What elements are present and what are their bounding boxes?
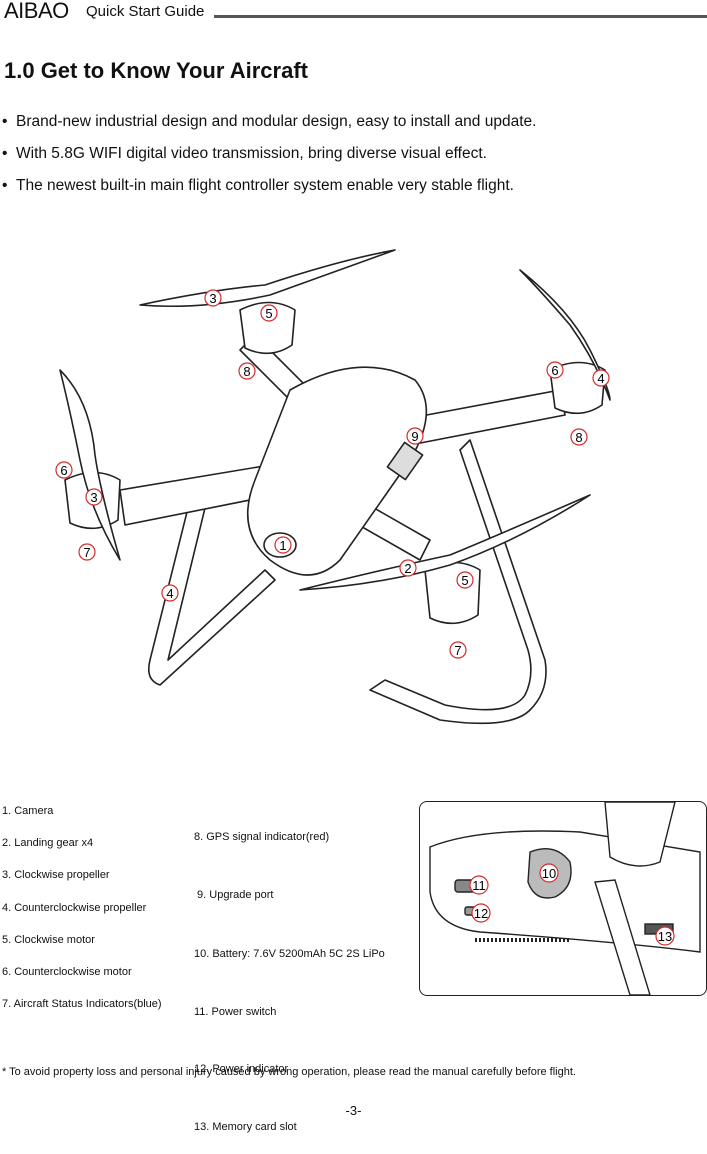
callout-2: 4 xyxy=(161,584,179,602)
landing-gear-left xyxy=(147,499,276,686)
inset-leg xyxy=(594,879,651,995)
svg-text:6: 6 xyxy=(551,363,558,378)
part-item: 11. Power switch xyxy=(194,1006,277,1018)
feature-item: •Brand-new industrial design and modular… xyxy=(2,113,537,130)
page-header: AIBAO Quick Start Guide xyxy=(0,0,707,23)
bullet-icon: • xyxy=(2,145,8,162)
feature-item: •The newest built-in main flight control… xyxy=(2,177,514,194)
callout-10: 10 xyxy=(539,863,559,883)
part-item: 6. Counterclockwise motor xyxy=(2,966,132,978)
callout-12: 12 xyxy=(471,903,491,923)
feature-item: •With 5.8G WIFI digital video transmissi… xyxy=(2,145,487,162)
parts-list-right: 8. GPS signal indicator(red) 9. Upgrade … xyxy=(194,805,385,1154)
motor-right xyxy=(549,361,606,415)
part-item: 13. Memory card slot xyxy=(194,1121,297,1133)
brand-logo: AIBAO xyxy=(4,0,69,23)
callout-4-a: 4 xyxy=(592,369,610,387)
callout-8-b: 8 xyxy=(570,428,588,446)
part-item: 9. Upgrade port xyxy=(194,889,274,901)
callout-7-b: 7 xyxy=(449,641,467,659)
part-item: 7. Aircraft Status Indicators(blue) xyxy=(2,998,162,1010)
callout-7-a: 7 xyxy=(78,543,96,561)
propeller-right xyxy=(519,269,611,401)
callout-5-b: 5 xyxy=(456,571,474,589)
part-item: 2. Landing gear x4 xyxy=(2,837,94,849)
part-item: 8. GPS signal indicator(red) xyxy=(194,831,330,843)
callout-5-a: 5 xyxy=(260,304,278,322)
svg-text:8: 8 xyxy=(575,430,582,445)
svg-text:6: 6 xyxy=(60,463,67,478)
detail-inset-drawing: 10 11 12 13 xyxy=(429,802,701,995)
svg-text:7: 7 xyxy=(454,643,461,658)
bullet-icon: • xyxy=(2,113,8,130)
svg-text:13: 13 xyxy=(658,929,672,944)
callout-6-a: 6 xyxy=(546,361,564,379)
svg-text:4: 4 xyxy=(166,586,173,601)
landing-gear-right xyxy=(369,439,547,725)
callout-6-b: 6 xyxy=(55,461,73,479)
part-item: 12. Power indicator xyxy=(194,1063,289,1075)
callout-9: 9 xyxy=(406,427,424,445)
detail-inset: 10 11 12 13 xyxy=(419,801,707,996)
svg-text:1: 1 xyxy=(279,538,286,553)
callout-3-a: 3 xyxy=(204,289,222,307)
guide-title: Quick Start Guide xyxy=(86,3,205,20)
svg-text:8: 8 xyxy=(243,364,250,379)
parts-list-left: 1. Camera 2. Landing gear x4 3. Clockwis… xyxy=(2,805,162,1018)
svg-text:3: 3 xyxy=(209,291,216,306)
propeller-back-left xyxy=(139,249,396,308)
feature-list: •Brand-new industrial design and modular… xyxy=(2,113,536,209)
svg-text:12: 12 xyxy=(474,906,488,921)
svg-text:7: 7 xyxy=(83,545,90,560)
svg-text:3: 3 xyxy=(90,490,97,505)
svg-text:5: 5 xyxy=(265,306,272,321)
section-title: 1.0 Get to Know Your Aircraft xyxy=(4,58,308,83)
svg-text:2: 2 xyxy=(404,561,411,576)
header-rule xyxy=(214,15,707,18)
svg-text:9: 9 xyxy=(411,429,418,444)
part-item: 5. Clockwise motor xyxy=(2,934,95,946)
vent-grille xyxy=(386,441,424,481)
drone-diagram: 3 5 8 6 4 9 8 6 3 1 7 2 5 4 7 xyxy=(55,249,611,725)
bullet-icon: • xyxy=(2,177,8,194)
part-item: 3. Clockwise propeller xyxy=(2,869,110,881)
part-item: 4. Counterclockwise propeller xyxy=(2,902,147,914)
svg-text:4: 4 xyxy=(597,371,604,386)
page-number: -3- xyxy=(345,1103,362,1118)
callout-8-a: 8 xyxy=(238,362,256,380)
callout-4-b: 3 xyxy=(85,488,103,506)
callout-11: 11 xyxy=(469,875,489,895)
inset-propeller xyxy=(604,802,676,867)
motor-back-left xyxy=(239,301,296,355)
part-item: 1. Camera xyxy=(2,805,54,817)
part-item: 10. Battery: 7.6V 5200mAh 5C 2S LiPo xyxy=(194,948,385,960)
callout-1: 1 xyxy=(274,536,292,554)
svg-text:11: 11 xyxy=(472,878,486,893)
safety-footnote: * To avoid property loss and personal in… xyxy=(2,1066,576,1078)
propeller-left xyxy=(59,369,121,561)
svg-text:5: 5 xyxy=(461,573,468,588)
motor-front xyxy=(424,561,481,625)
callout-13: 13 xyxy=(655,926,675,946)
callout-3-b: 2 xyxy=(399,559,417,577)
svg-text:10: 10 xyxy=(542,866,556,881)
